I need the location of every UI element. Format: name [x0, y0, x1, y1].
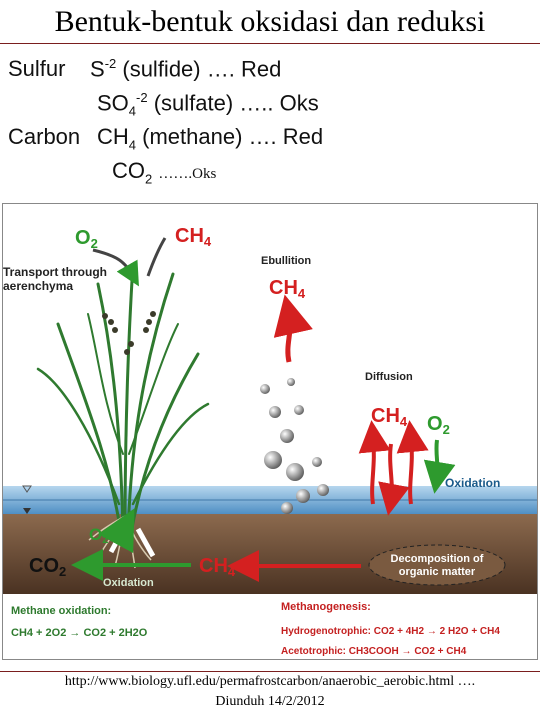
- oxidation-water-label: Oxidation: [445, 476, 500, 490]
- sulfide-formula: S: [90, 56, 105, 82]
- diffusion-arrow-2-icon: [378, 443, 410, 516]
- source-url[interactable]: http://www.biology.ufl.edu/permafrostcar…: [64, 674, 476, 689]
- root-ch4-arrow-icon: [135, 527, 156, 558]
- ebullition-label: Ebullition: [261, 255, 311, 267]
- o2-diffusion-label: O2: [427, 413, 450, 437]
- download-date: Diunduh 14/2/2012: [215, 694, 325, 709]
- carbon-label: Carbon: [8, 124, 81, 149]
- methanogenesis-title: Methanogenesis:: [281, 601, 371, 613]
- methane-text: (methane) …. Red: [142, 124, 324, 149]
- methane-entry: CH4 (methane) …. Red: [97, 124, 323, 152]
- diffusion-arrow-3-icon: [396, 420, 429, 505]
- sulfide-charge: -2: [104, 56, 117, 71]
- gas-bubbles: [260, 378, 329, 514]
- co2-entry: CO2 …….Oks: [112, 158, 216, 186]
- ch4-diffusion-label: CH4: [371, 405, 408, 429]
- sulfate-charge: -2: [136, 90, 148, 105]
- sulfate-entry: SO4-2 (sulfate) ….. Oks: [97, 90, 319, 119]
- page-title: Bentuk-bentuk oksidasi dan reduksi: [0, 0, 540, 44]
- methane-oxidation-equation: CH4 + 2O2 → CO2 + 2H2O: [11, 627, 148, 639]
- o2-root-label: O2: [89, 525, 108, 546]
- sulfate-text: (sulfate) ….. Oks: [153, 90, 319, 116]
- ch4-top-label: CH4: [175, 225, 212, 249]
- root-o2-arrow-icon: [97, 508, 135, 554]
- o2-diffusion-arrow-icon: [423, 439, 456, 494]
- sulfur-line: Sulfur: [8, 56, 65, 82]
- co2-formula: CO: [112, 158, 145, 183]
- ch4-ebullition-label: CH4: [269, 277, 306, 301]
- decomposition-ellipse: [368, 544, 506, 586]
- oxidation-soil-label: Oxidation: [103, 577, 154, 589]
- source-footer: http://www.biology.ufl.edu/permafrostcar…: [0, 671, 540, 721]
- o2-top-label: O2: [75, 227, 98, 251]
- ch4-release-arrow-icon: [146, 237, 167, 277]
- methane-sub: 4: [128, 137, 137, 153]
- water-level-icon: [22, 485, 32, 493]
- o2-uptake-arrow-icon: [92, 248, 139, 287]
- acetotrophic-equation: Acetotrophic: CH3COOH → CO2 + CH4: [281, 646, 467, 657]
- co2-soil-label: CO2: [29, 555, 66, 579]
- sulfate-formula: SO: [97, 90, 129, 116]
- hydrogenotrophic-equation: Hydrogenotrophic: CO2 + 4H2 → 2 H2O + CH…: [281, 626, 500, 637]
- rice-grains-icon: [102, 311, 156, 355]
- co2-text: …….Oks: [158, 166, 217, 182]
- diffusion-label: Diffusion: [365, 371, 413, 383]
- sulfur-label: Sulfur: [8, 56, 66, 81]
- soil-level-icon: [23, 508, 31, 514]
- sulfide-text: (sulfide) …. Red: [122, 56, 282, 82]
- methane-formula: CH: [97, 124, 129, 149]
- carbon-line: Carbon: [8, 124, 80, 150]
- co2-sub: 2: [145, 171, 153, 187]
- diffusion-arrow-1-icon: [358, 420, 391, 505]
- sulfate-sub: 4: [128, 103, 137, 119]
- methane-oxidation-title: Methane oxidation:: [11, 605, 111, 617]
- ebullition-arrow-icon: [273, 294, 313, 363]
- sulfide-entry: S-2 (sulfide) …. Red: [90, 56, 281, 82]
